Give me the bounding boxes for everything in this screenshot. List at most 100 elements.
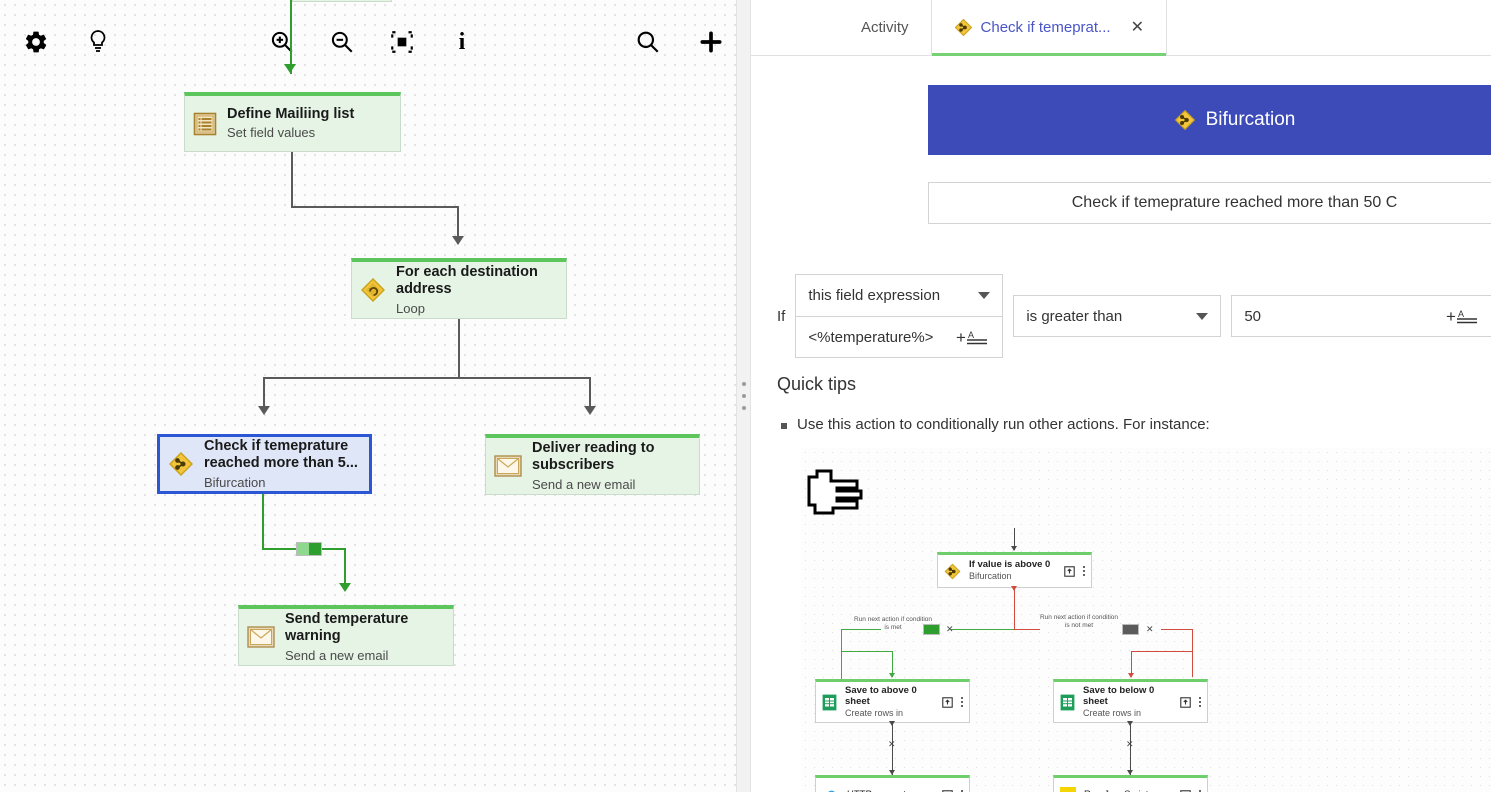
example-node-title: Save to below 0 sheet <box>1083 684 1155 708</box>
list-icon <box>193 112 217 136</box>
chevron-down-icon <box>1196 312 1209 320</box>
example-green-chip[interactable] <box>923 624 940 635</box>
node-partial-top[interactable] <box>292 0 392 2</box>
condition-left-operand: this field expression <%temperature%> +A <box>795 274 1004 358</box>
search-icon[interactable] <box>634 28 662 56</box>
settings-gear-icon[interactable] <box>22 28 50 56</box>
splitter-dot <box>741 394 746 398</box>
if-label: If <box>777 307 786 325</box>
svg-text:+: + <box>956 328 966 347</box>
sheets-icon <box>822 694 837 711</box>
node-define-mailing-list[interactable]: Define Mailiing list Set field values <box>184 92 401 152</box>
node-title: Deliver reading to subscribers <box>532 439 655 474</box>
example-green-h2 <box>841 651 893 653</box>
more-vertical-icon[interactable] <box>1199 790 1201 792</box>
panel-body: Bifurcation Check if temeprature reached… <box>751 56 1491 792</box>
insert-variable-icon[interactable]: +A <box>1446 306 1480 326</box>
svg-text:A: A <box>1458 309 1464 319</box>
condition-row: If this field expression <%temperature%>… <box>777 274 1491 358</box>
node-check-if-temperature[interactable]: Check if temeprature reached more than 5… <box>157 434 372 494</box>
expression-input[interactable]: <%temperature%> +A <box>795 316 1004 358</box>
connector-3-arrowhead <box>339 583 351 592</box>
example-right-chain-arrow-top <box>1127 721 1133 726</box>
example-branch-label-not-met: Run next action if condition is not met <box>1039 614 1119 630</box>
operator-select-value: is greater than <box>1026 307 1123 325</box>
example-green-left-v <box>841 629 843 679</box>
example-split-v <box>1014 588 1016 630</box>
example-green-remove-icon[interactable]: ✕ <box>946 624 954 634</box>
example-connector-in <box>1014 528 1016 550</box>
add-icon[interactable] <box>697 28 725 56</box>
field-expression-select-value: this field expression <box>808 287 941 304</box>
action-title-value: Check if temeprature reached more than 5… <box>1071 194 1398 211</box>
open-in-new-icon[interactable] <box>1180 696 1191 708</box>
example-right-chain-v <box>1130 723 1132 775</box>
info-icon[interactable]: i <box>458 28 466 55</box>
example-green-h <box>951 629 1015 631</box>
quick-tips-title: Quick tips <box>777 374 857 394</box>
field-expression-select[interactable]: this field expression <box>795 274 1004 316</box>
open-in-new-icon[interactable] <box>1180 789 1191 792</box>
node-deliver-reading-to-subscribers[interactable]: Deliver reading to subscribers Send a ne… <box>485 434 700 495</box>
connector-1-h <box>291 206 459 208</box>
example-red-h2 <box>1131 651 1193 653</box>
fit-to-screen-icon[interactable] <box>388 28 416 56</box>
quick-tips-bullet: Use this action to conditionally run oth… <box>781 416 1210 433</box>
example-node-title: HTTP request <box>847 789 906 792</box>
example-diagram: If value is above 0 Bifurcation <box>801 448 1491 792</box>
operator-select[interactable]: is greater than <box>1013 295 1222 337</box>
connector-1-v1 <box>291 152 293 208</box>
envelope-icon <box>247 626 275 648</box>
more-vertical-icon[interactable] <box>1083 566 1085 576</box>
connector-1-v2 <box>457 206 459 244</box>
zoom-out-icon[interactable] <box>328 28 356 56</box>
tab-label: Activity <box>861 19 909 36</box>
chevron-down-icon <box>978 292 991 299</box>
branch-condition-chip[interactable] <box>296 542 322 556</box>
example-node-if-value-above-0[interactable]: If value is above 0 Bifurcation <box>937 552 1092 588</box>
example-node-http-request[interactable]: HTTP request <box>815 775 970 792</box>
workflow-canvas[interactable]: i Define Mailiing list <box>0 0 736 792</box>
pointing-hand-cursor <box>801 463 891 528</box>
panel-tabbar: Activity Check if temeprat... ✕ <box>751 0 1491 56</box>
node-for-each-destination-address[interactable]: For each destination address Loop <box>351 258 567 319</box>
example-branch-label-met: Run next action if condition is met <box>853 616 933 632</box>
example-node-save-above-0[interactable]: Save to above 0 sheet Create rows in <box>815 679 970 723</box>
connector-2-right-arrowhead <box>584 406 596 415</box>
connector-3-v2 <box>344 548 346 590</box>
example-red-chip[interactable] <box>1122 624 1139 635</box>
example-right-chain-remove-icon[interactable]: ✕ <box>1126 739 1134 749</box>
insert-variable-icon[interactable]: +A <box>956 327 990 347</box>
connector-2-left-v <box>263 377 265 413</box>
open-in-new-icon[interactable] <box>942 789 953 792</box>
tab-activity[interactable]: Activity <box>839 0 931 55</box>
comparison-value-input[interactable]: 50 +A <box>1231 295 1491 337</box>
more-vertical-icon[interactable] <box>961 790 963 792</box>
bifurcation-diamond-icon <box>954 18 973 37</box>
tab-label: Check if temeprat... <box>980 19 1111 36</box>
more-vertical-icon[interactable] <box>1199 697 1201 707</box>
example-left-chain-remove-icon[interactable]: ✕ <box>888 739 896 749</box>
example-red-arrow <box>1128 673 1134 678</box>
node-subtitle: Send a new email <box>532 476 636 492</box>
open-in-new-icon[interactable] <box>1064 565 1075 577</box>
action-title-input[interactable]: Check if temeprature reached more than 5… <box>928 182 1491 224</box>
example-red-remove-icon[interactable]: ✕ <box>1146 624 1154 634</box>
node-title: Send temperature warning <box>285 610 409 645</box>
example-node-save-below-0[interactable]: Save to below 0 sheet Create rows in <box>1053 679 1208 723</box>
example-red-h <box>1014 629 1040 631</box>
lightbulb-icon[interactable] <box>84 28 112 56</box>
connector-in-top-arrowhead <box>284 64 296 73</box>
open-in-new-icon[interactable] <box>942 696 953 708</box>
bullet-square-icon <box>781 423 787 429</box>
tab-check-if-temeprature[interactable]: Check if temeprat... ✕ <box>930 0 1167 56</box>
example-red-right-h <box>1161 629 1193 631</box>
example-node-run-javascript[interactable]: JS Run JavaScript <box>1053 775 1208 792</box>
close-icon[interactable]: ✕ <box>1130 18 1144 36</box>
panel-splitter-handle[interactable] <box>736 0 751 792</box>
more-vertical-icon[interactable] <box>961 697 963 707</box>
node-send-temperature-warning[interactable]: Send temperature warning Send a new emai… <box>238 605 454 666</box>
connector-in-top <box>290 0 292 74</box>
bifurcation-diamond-icon <box>944 563 961 580</box>
example-left-chain-v <box>892 723 894 775</box>
